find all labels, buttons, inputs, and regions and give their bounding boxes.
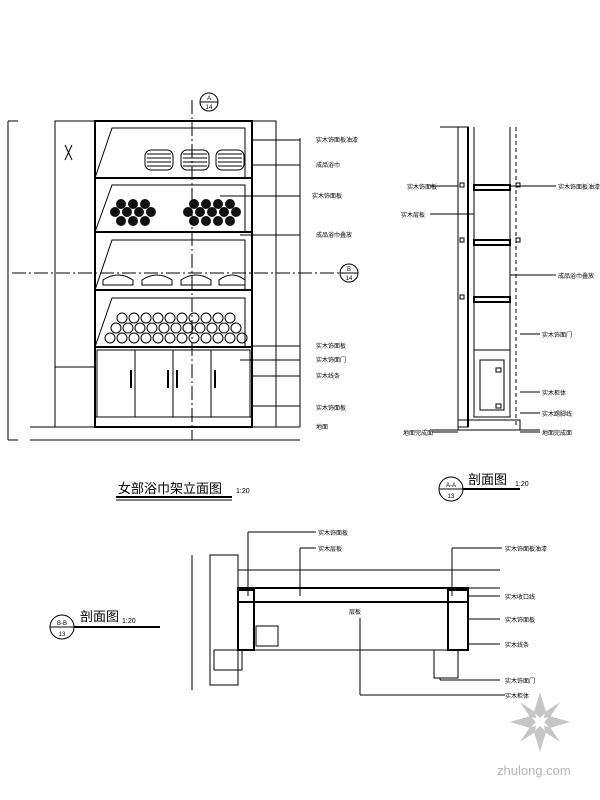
svg-text:A: A xyxy=(207,96,211,102)
bb-base-left xyxy=(213,649,243,671)
label: 实木饰面板 xyxy=(312,192,342,200)
svg-text:13: 13 xyxy=(59,632,66,638)
aa-shelf-3 xyxy=(473,296,511,303)
label: 实木饰面板 xyxy=(407,183,437,191)
elevation-scale: 1:20 xyxy=(236,488,250,495)
aa-handle xyxy=(495,367,502,373)
section-marker-b-right: B 14 xyxy=(339,263,359,283)
label: 实木饰面板 xyxy=(505,616,535,624)
label: 实木饰面板油漆 xyxy=(316,136,358,144)
shelf-back-2 xyxy=(94,184,246,233)
elevation-title-text: 女部浴巾架立面图 xyxy=(118,481,222,496)
section-aa-marker: A-A 13 xyxy=(438,476,464,502)
bb-base-right xyxy=(433,649,459,679)
section-aa-view: 实木饰面板 实木层板 地面完成面 实木饰面板油漆 成品浴巾叠放 实木饰面门 实木… xyxy=(401,126,600,502)
bb-left-post xyxy=(237,589,255,651)
towel-stack-row-1 xyxy=(144,149,245,171)
label: 成品浴巾 xyxy=(316,161,340,169)
aa-lower-cabinet xyxy=(473,349,511,418)
left-wall xyxy=(54,120,96,428)
label: 成品浴巾叠放 xyxy=(316,231,352,239)
svg-text:B: B xyxy=(347,267,351,273)
label: 实木收口线 xyxy=(505,593,535,601)
right-wall xyxy=(251,120,277,428)
label: 实木饰面板 xyxy=(318,529,348,537)
towel-rolls-row-4 xyxy=(104,312,248,344)
label: 实木饰面板 xyxy=(316,342,346,350)
side-detail xyxy=(64,144,73,161)
bb-right-post xyxy=(447,589,469,651)
svg-text:14: 14 xyxy=(206,105,213,111)
towel-folded-row-3 xyxy=(102,274,246,286)
elevation-view: A 14 B 14 实木饰面板油漆 成品浴巾 实木饰面板 成品浴巾叠放 实木饰面… xyxy=(7,92,359,501)
label: 实木层板 xyxy=(318,545,342,553)
svg-text:B-B: B-B xyxy=(57,621,67,627)
aa-handle xyxy=(495,403,502,409)
label: 实木踢脚线 xyxy=(542,410,572,418)
shelf-back-4 xyxy=(94,297,246,348)
label: 实木饰面板油漆 xyxy=(558,183,600,191)
bb-cabinet-block xyxy=(255,625,279,647)
svg-text:14: 14 xyxy=(346,276,353,282)
section-aa-scale: 1:20 xyxy=(515,481,529,488)
aa-shelf-1 xyxy=(473,184,511,191)
aa-shelf-2 xyxy=(473,239,511,246)
label: 实木饰面门 xyxy=(542,331,572,339)
towel-rolls-row-2 xyxy=(110,199,241,226)
elevation-leaders: 实木饰面板油漆 成品浴巾 实木饰面板 成品浴巾叠放 实木饰面板 实木饰面门 实木… xyxy=(220,136,358,431)
section-aa-title: 剖面图 xyxy=(468,472,507,487)
svg-text:13: 13 xyxy=(448,494,455,500)
label: 地面完成面 xyxy=(542,429,572,437)
section-bb-view: B-B 13 剖面图 1:20 实木饰面板 实木层板 层板 实木饰面板油漆 xyxy=(49,529,547,700)
label: 实木饰面板 xyxy=(316,404,346,412)
label: 实木饰面板油漆 xyxy=(505,545,547,553)
label: 地面 xyxy=(316,423,328,431)
label: 成品浴巾叠放 xyxy=(558,272,594,280)
label: 实木线条 xyxy=(505,641,529,649)
label: 层板 xyxy=(349,608,361,616)
zhulong-logo-icon xyxy=(510,692,570,752)
aa-cabinet-door xyxy=(479,359,505,411)
shelf-back-1 xyxy=(94,127,246,179)
elevation-title: 女部浴巾架立面图 1:20 xyxy=(116,481,250,501)
section-bb-scale: 1:20 xyxy=(122,618,136,625)
label: 地面完成面 xyxy=(403,429,433,437)
label: 实木柜体 xyxy=(542,389,566,397)
label: 实木饰面门 xyxy=(505,677,535,685)
section-marker-a-top: A 14 xyxy=(199,92,219,112)
label: 实木柜体 xyxy=(505,692,529,700)
back-wall xyxy=(457,126,469,428)
label: 实木层板 xyxy=(401,211,425,219)
bb-shelf-top xyxy=(237,587,469,603)
watermark-text: zhulong.com xyxy=(497,763,571,778)
watermark: zhulong.com xyxy=(497,692,571,778)
shelf-back-3 xyxy=(94,239,246,291)
section-bb-title: 剖面图 xyxy=(80,609,119,624)
label: 实木线条 xyxy=(316,372,340,380)
svg-text:A-A: A-A xyxy=(446,483,456,489)
label: 实木饰面门 xyxy=(316,356,346,364)
section-bb-marker: B-B 13 xyxy=(49,614,75,640)
